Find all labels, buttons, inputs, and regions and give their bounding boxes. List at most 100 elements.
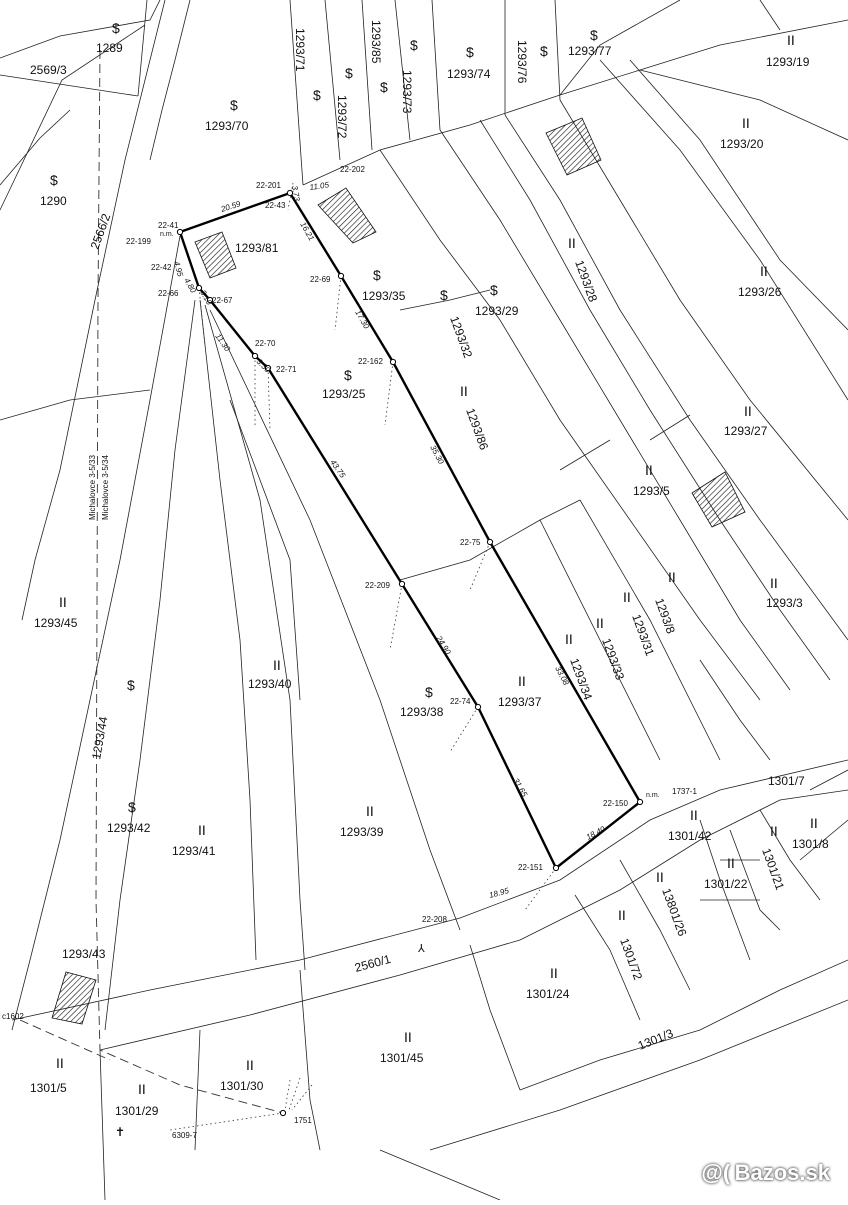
survey-point-label: 22-70 [255,339,276,348]
survey-point-label: 22-71 [276,365,297,374]
survey-line [449,706,479,753]
boundary-line [379,1149,501,1201]
boundary-line [479,119,831,681]
survey-point-label: 22-202 [340,165,365,174]
parcel-label: 2560/1 [353,952,392,975]
building-hatched [317,187,377,244]
parcel-label: 1293/33 [599,636,627,682]
parcel-label: 1293/81 [235,241,279,255]
parcel-label: 1293/26 [738,285,782,299]
survey-point-label: 22-162 [358,357,383,366]
survey-point-marker [286,189,294,197]
survey-line [288,1077,301,1111]
parcel-label: 1301/22 [704,877,748,891]
boundary-line [394,0,411,141]
parcel-land-use-symbol: II [138,1081,146,1097]
survey-line [334,275,342,331]
parcel-label: 1293/40 [248,677,292,691]
boundary-line [289,0,304,186]
parcel-label: 1293/70 [205,119,249,133]
boundary-line [0,24,146,211]
survey-line [384,361,394,426]
parcel-land-use-symbol: $ [380,79,388,95]
parcel-label: 1293/41 [172,844,216,858]
boundary-line [439,129,791,691]
parcel-label: 1293/19 [766,55,810,69]
distance-label: 18.40 [585,824,607,842]
parcel-land-use-symbol: II [518,673,526,689]
parcel-label: 1293/8 [652,596,678,636]
survey-point-label: 22-151 [518,863,543,872]
boundary-line [519,959,848,1091]
survey-point-marker [176,228,184,236]
survey-line [284,1079,291,1111]
boundary-line [629,59,848,331]
survey-point-label: 22-208 [422,915,447,924]
parcel-label: 1293/27 [724,424,768,438]
parcel-label: 1293/74 [447,67,491,81]
parcel-land-use-symbol: II [668,569,676,585]
survey-point-label: 6309-7 [172,1131,197,1140]
survey-point-label: c1602 [2,1012,24,1021]
boundary-line [619,859,691,991]
parcel-land-use-symbol: II [645,462,653,478]
parcel-land-use-symbol: $ [373,267,381,283]
boundary-line [99,1049,106,1201]
boundary-line [199,299,257,961]
survey-point-label: 22-150 [603,799,628,808]
distance-label: 18.95 [488,886,510,900]
parcel-land-use-symbol: $ [590,27,598,43]
parcel-land-use-symbol: II [366,803,374,819]
boundary-line [149,0,191,161]
survey-line [287,182,294,211]
boundary-line [559,439,611,471]
parcel-label: 1290 [40,194,67,208]
boundary-line [104,299,196,1031]
parcel-land-use-symbol: II [744,403,752,419]
boundary-line [379,149,761,701]
distance-label: 16.21 [298,221,316,243]
boundary-line [554,0,561,101]
survey-point-marker [636,798,644,806]
survey-point-marker [337,272,345,280]
parcel-label: 1293/38 [400,705,444,719]
boundary-line [99,789,848,1051]
survey-point-marker [389,358,397,366]
parcel-land-use-symbol: II [246,1057,254,1073]
boundary-line [299,969,321,1151]
parcel-land-use-symbol: $ [112,20,120,36]
parcel-label: 1293/71 [293,28,307,72]
parcel-label: 1293/44 [89,715,110,760]
survey-point-label: 22-67 [212,296,233,305]
boundary-line [0,74,139,97]
watermark: @( Bazos.sk [701,1160,830,1186]
survey-point-label: 1751 [294,1116,312,1125]
buildings [51,117,746,1025]
parcel-label: 1301/42 [668,829,712,843]
survey-point-label: 22-69 [310,275,331,284]
parcel-land-use-symbol: II [690,807,698,823]
survey-lines [169,182,557,1131]
boundary-line [204,304,306,971]
parcel-land-use-symbol: II [596,615,604,631]
survey-line [389,583,403,651]
distance-label: 3.73 [290,185,302,202]
distance-label: 11.05 [309,180,330,192]
parcel-label: 1301/30 [220,1079,264,1093]
boundary-line [399,289,491,311]
parcel-label: 1293/5 [633,484,670,498]
survey-point-marker [398,580,406,588]
survey-point-marker [206,296,214,304]
parcel-land-use-symbol: II [273,657,281,673]
distance-label: 33.08 [553,665,571,687]
boundary-line [0,109,71,186]
distance-label: 24.90 [434,633,453,656]
parcel-land-use-symbol: $ [313,87,321,103]
parcel-land-use-symbol: $ [540,43,548,59]
boundary-line [759,0,781,31]
parcel-label: 1301/3 [636,1026,676,1053]
survey-line [267,367,271,431]
parcel-label: 1293/43 [62,947,106,961]
parcel-land-use-symbol: $ [344,367,352,383]
